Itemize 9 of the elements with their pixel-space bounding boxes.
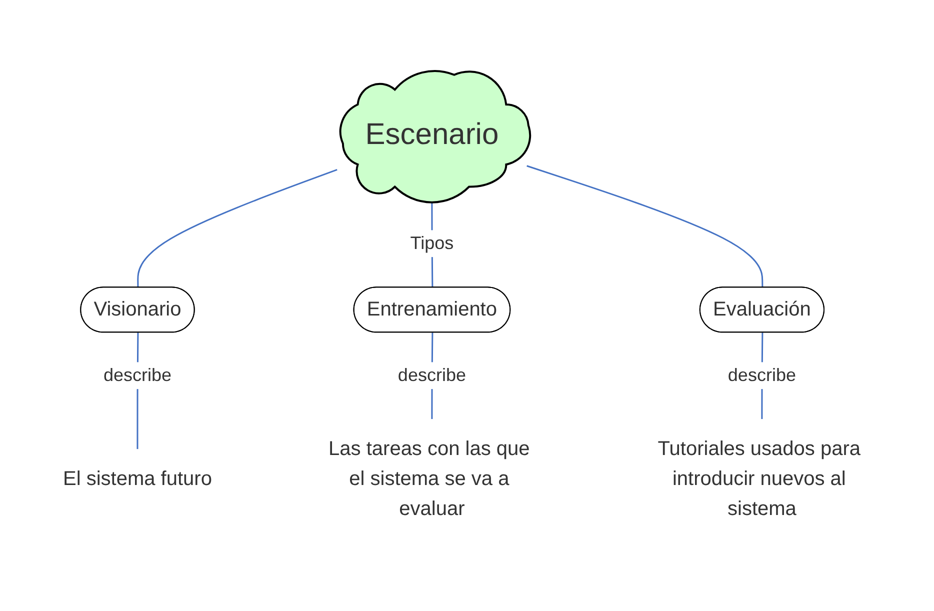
edge-label: describe	[102, 366, 172, 386]
node-text: El sistema futuro	[62, 468, 212, 491]
edge-label: Tipos	[410, 234, 454, 254]
edge-label: describe	[397, 366, 466, 386]
node-text: Tutoriales usados para introducir nuevos al sistema	[657, 438, 860, 521]
node-text: Las tareas con las que el sistema se va a evaluar	[328, 438, 530, 521]
connector	[136, 169, 337, 288]
edge-label: describe	[727, 366, 796, 386]
connector	[526, 166, 763, 288]
